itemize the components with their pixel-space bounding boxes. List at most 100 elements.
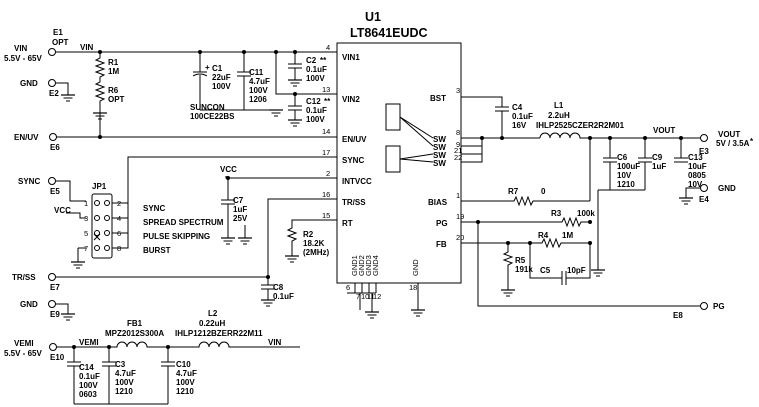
pin-num-4: 4 bbox=[326, 43, 330, 52]
e2-ref: E2 bbox=[49, 89, 59, 98]
jp1-pin bbox=[104, 245, 110, 251]
pin-gnd3: GND3 bbox=[364, 255, 373, 276]
c14-voltage: 100V bbox=[79, 381, 98, 390]
l2-ref: L2 bbox=[208, 309, 218, 318]
jumper-section: SYNC E5 JP1 1 2 3 4 5 6 7 8 VCC SYNC SPR… bbox=[12, 156, 337, 321]
l1-value: 2.2uH bbox=[548, 111, 570, 120]
c1-cap bbox=[192, 52, 208, 110]
c1-value: 22uF bbox=[212, 73, 231, 82]
vemi-label: VEMI bbox=[14, 339, 34, 348]
c14-package: 0603 bbox=[79, 390, 97, 399]
mode-pulse: PULSE SKIPPING bbox=[143, 232, 210, 241]
c7-cap bbox=[221, 199, 235, 238]
e4-ref: E4 bbox=[699, 195, 709, 204]
e6-terminal[interactable] bbox=[49, 133, 57, 141]
jp1-pin-1: 1 bbox=[84, 199, 88, 208]
r5-resistor bbox=[502, 243, 514, 290]
vemi-range: 5.5V - 65V bbox=[4, 349, 42, 358]
c6-cap bbox=[603, 138, 617, 190]
ground-icon bbox=[410, 309, 426, 317]
c9-value: 1uF bbox=[652, 162, 666, 171]
gnd1-label: GND bbox=[20, 79, 38, 88]
pin-name-fb: FB bbox=[436, 240, 447, 249]
pin-gnd4: GND4 bbox=[371, 255, 380, 276]
bst-wire bbox=[461, 96, 503, 107]
c9-cap bbox=[638, 138, 652, 190]
c14-value: 0.1uF bbox=[79, 372, 100, 381]
ic-ref: U1 bbox=[365, 10, 381, 24]
e8-ref: E8 bbox=[673, 311, 683, 320]
vout-range: 5V / 3.5A bbox=[716, 139, 750, 148]
c14-ref: C14 bbox=[79, 363, 94, 372]
e10-terminal[interactable] bbox=[49, 343, 57, 351]
trss-label: TR/SS bbox=[12, 273, 36, 282]
c1-maker: SUNCON bbox=[190, 103, 225, 112]
pin-name-pg: PG bbox=[436, 219, 448, 228]
r7-value: 0 bbox=[541, 187, 546, 196]
c4-value: 0.1uF bbox=[512, 112, 533, 121]
pin-num-10: 10 bbox=[361, 292, 369, 301]
jp1-header[interactable] bbox=[91, 193, 113, 259]
e4-terminal[interactable] bbox=[700, 184, 708, 192]
r5-ref: R5 bbox=[515, 256, 526, 265]
e8-terminal[interactable] bbox=[700, 302, 708, 310]
e1-ref: E1 bbox=[53, 28, 63, 37]
c11-voltage: 100V bbox=[249, 86, 268, 95]
pin-name-vin2: VIN2 bbox=[342, 95, 360, 104]
output-section: C4 0.1uF 16V L1 2.2uH IHLP2525CZER2R2M01… bbox=[461, 96, 754, 320]
ground-icon bbox=[60, 94, 76, 102]
pin-num-3: 3 bbox=[456, 86, 460, 95]
pin-name-bias: BIAS bbox=[428, 198, 448, 207]
c8-cap bbox=[261, 277, 275, 300]
pin-name-intvcc: INTVCC bbox=[342, 177, 372, 186]
e5-terminal[interactable] bbox=[48, 177, 56, 185]
c11-cap bbox=[237, 52, 251, 110]
ground-icon bbox=[678, 197, 694, 205]
ground-icon bbox=[60, 313, 76, 321]
e1-terminal[interactable] bbox=[48, 48, 56, 56]
c2-ref: C2 bbox=[306, 56, 317, 65]
c7-voltage: 25V bbox=[233, 214, 248, 223]
emi-filter-wire bbox=[57, 341, 300, 348]
c6-package: 1210 bbox=[617, 180, 635, 189]
pin-num-8: 8 bbox=[456, 128, 460, 137]
jp1-pins bbox=[94, 200, 110, 251]
gnd3-label: GND bbox=[718, 184, 736, 193]
e7-terminal[interactable] bbox=[48, 273, 56, 281]
pin-name-vin1: VIN1 bbox=[342, 53, 360, 62]
ground-icon bbox=[70, 261, 86, 269]
r4-value: 1M bbox=[562, 231, 573, 240]
c9-ref: C9 bbox=[652, 153, 663, 162]
c6-voltage: 10V bbox=[617, 171, 632, 180]
c2-value: 0.1uF bbox=[306, 65, 327, 74]
jp1-pin-5: 5 bbox=[84, 229, 88, 238]
jp1-pin bbox=[94, 245, 100, 251]
c1-plus: + bbox=[205, 63, 210, 72]
r3-resistor bbox=[461, 216, 590, 228]
c3-voltage: 100V bbox=[115, 378, 134, 387]
e2-terminal[interactable] bbox=[48, 79, 56, 87]
jp1-pin bbox=[104, 200, 110, 206]
junction-dot bbox=[500, 136, 504, 140]
c8-value: 0.1uF bbox=[273, 292, 294, 301]
pin-gnd1: GND1 bbox=[350, 255, 359, 276]
jp1-pin bbox=[94, 200, 100, 206]
l1-ref: L1 bbox=[554, 101, 564, 110]
e9-wire bbox=[56, 303, 69, 314]
e3-terminal[interactable] bbox=[700, 134, 708, 142]
c8-ref: C8 bbox=[273, 283, 284, 292]
intvcc-vcc-label: VCC bbox=[220, 165, 237, 174]
ground-icon bbox=[287, 119, 303, 127]
ground-icon bbox=[220, 237, 236, 245]
vin-net-label: VIN bbox=[80, 43, 94, 52]
c11-ref: C11 bbox=[249, 68, 264, 77]
e9-terminal[interactable] bbox=[48, 300, 56, 308]
junction-dot bbox=[98, 135, 102, 139]
mode-sync: SYNC bbox=[143, 204, 165, 213]
pin-name-bst: BST bbox=[430, 94, 446, 103]
jp1-pin bbox=[94, 230, 100, 236]
mode-spread: SPREAD SPECTRUM bbox=[143, 218, 224, 227]
r1-r6-divider bbox=[94, 52, 106, 112]
ic-part: LT8641EUDC bbox=[350, 26, 428, 40]
